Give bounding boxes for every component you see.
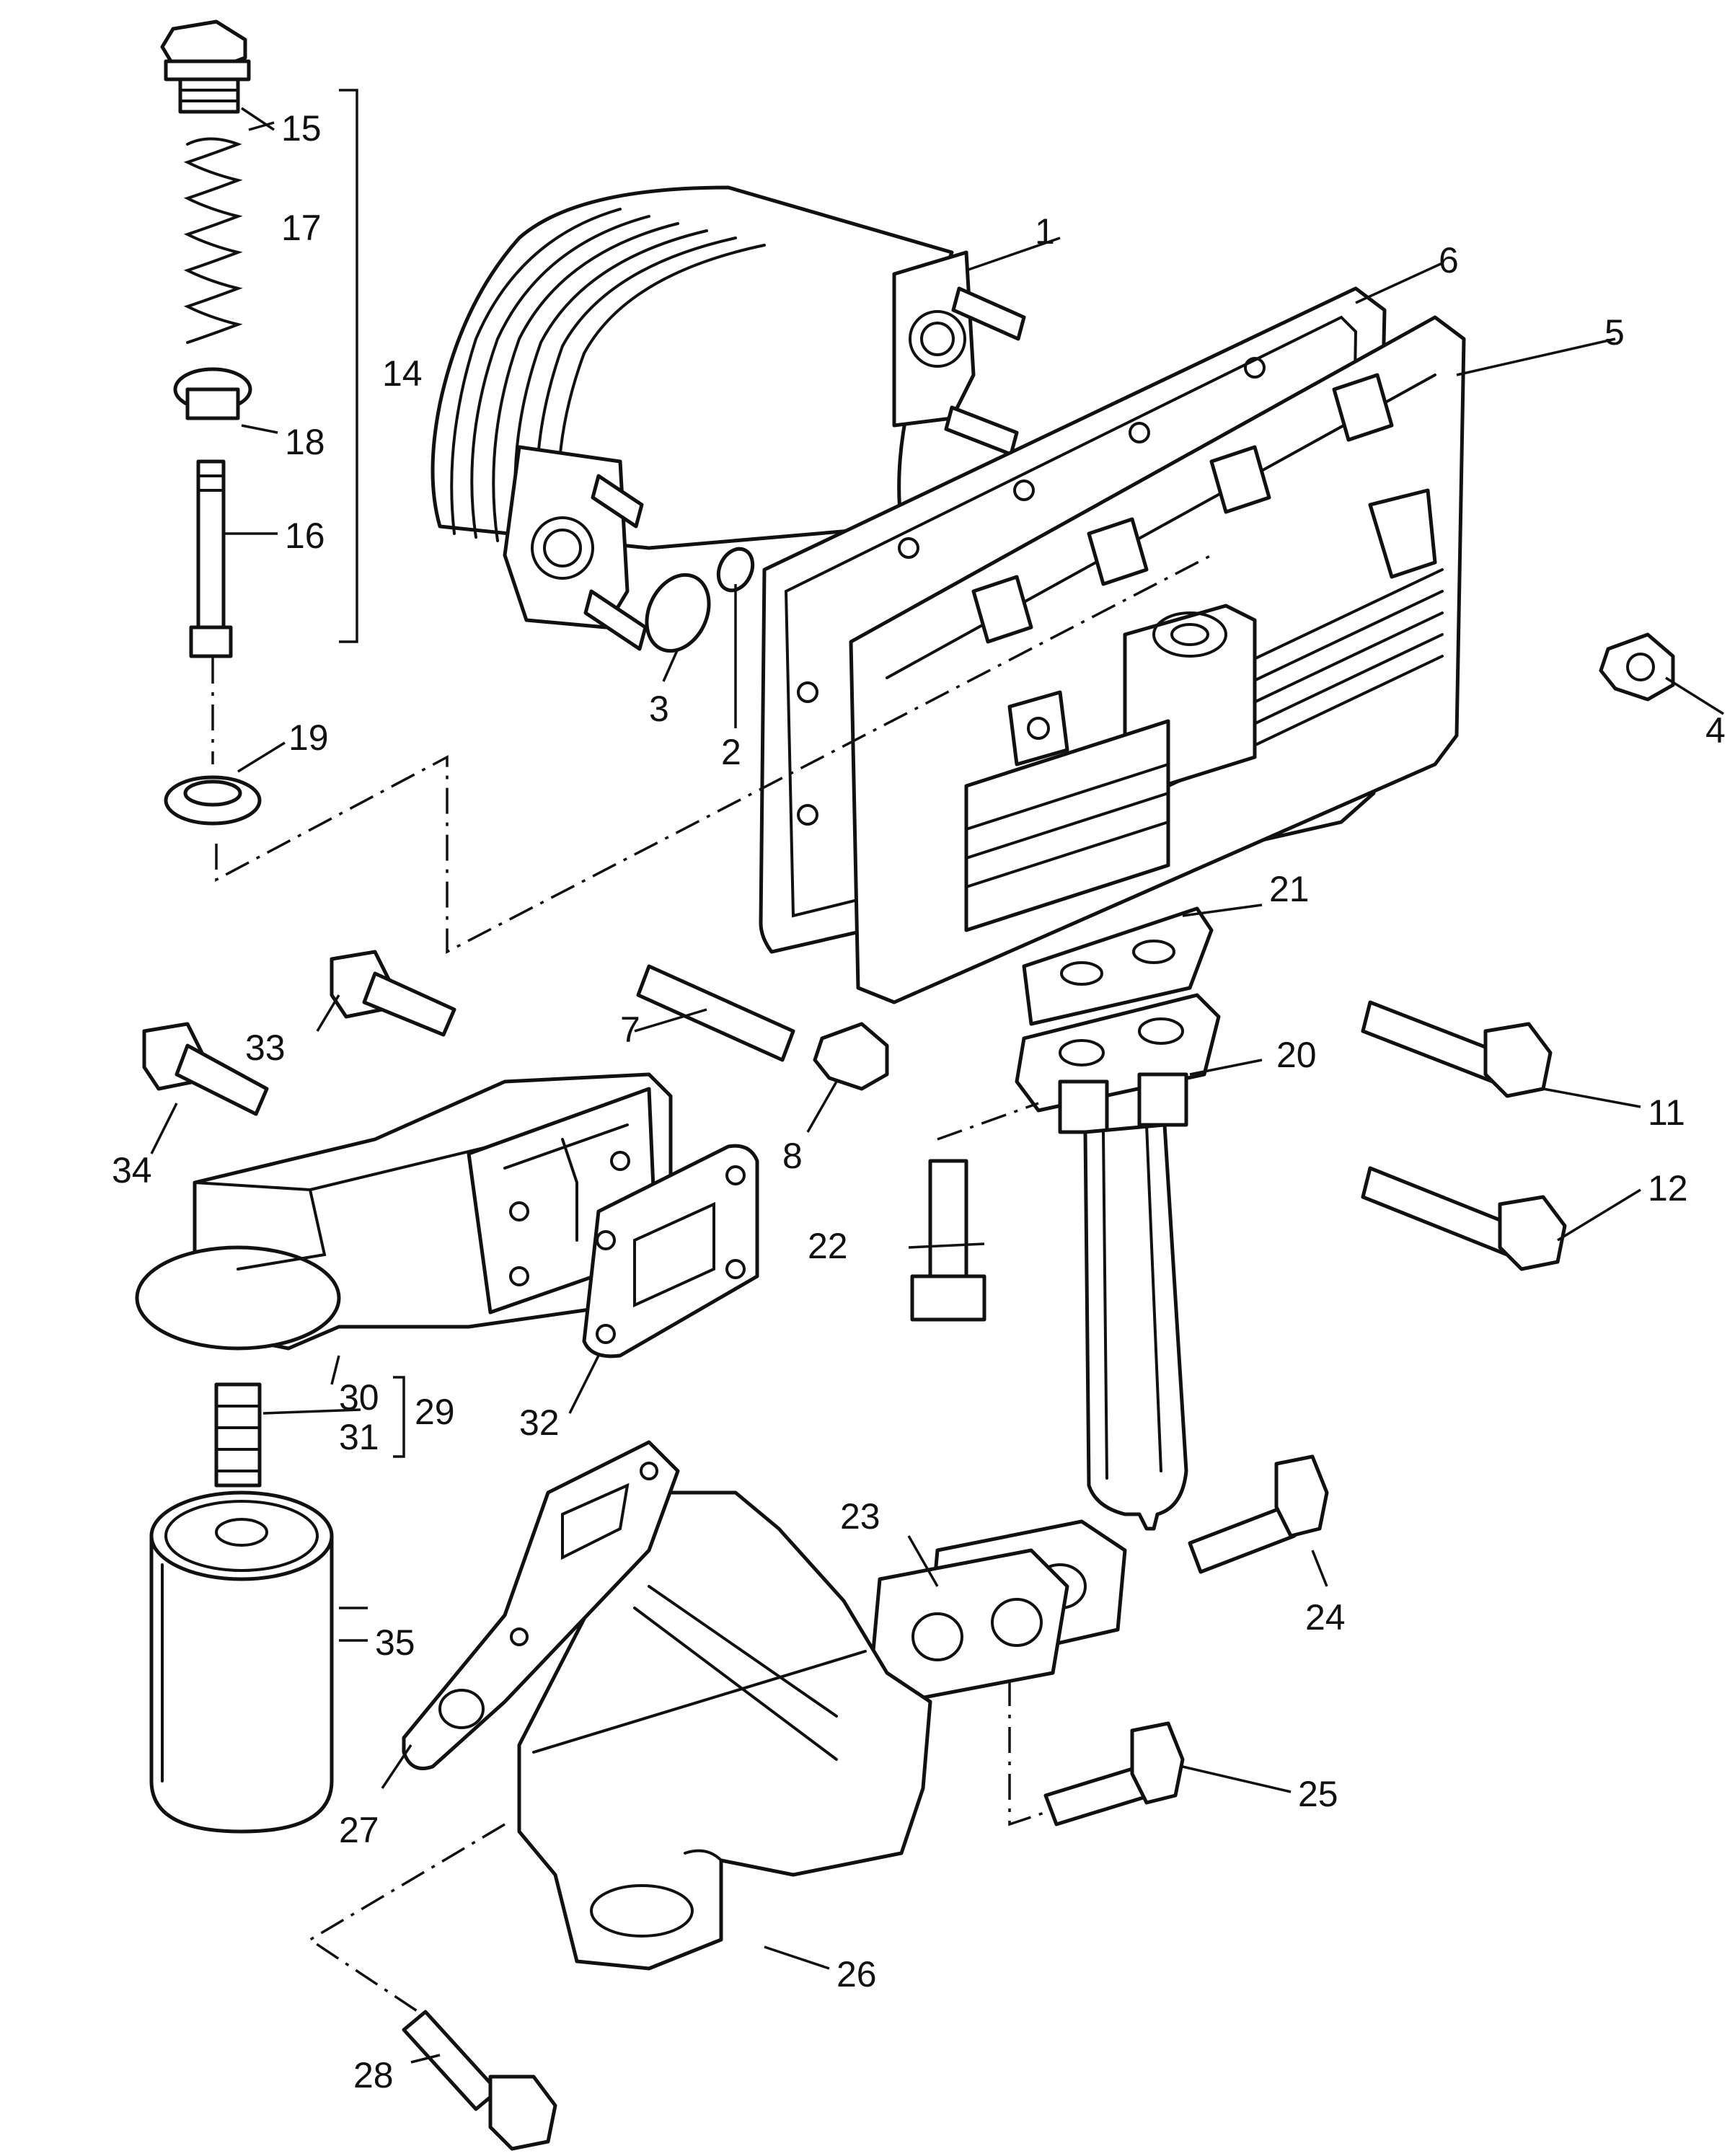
callout-3: 3 <box>649 689 669 729</box>
filter-nipple-31 <box>214 1382 262 1488</box>
callout-28: 28 <box>353 2055 394 2095</box>
callout-32: 32 <box>519 1402 560 1443</box>
callout-11: 11 <box>1648 1092 1685 1133</box>
alignment-line-d <box>307 1823 506 2013</box>
callout-1: 1 <box>1035 211 1055 252</box>
alignment-line-c <box>1008 1680 1054 1826</box>
callout-15: 15 <box>281 108 322 149</box>
callout-27: 27 <box>339 1810 379 1850</box>
callout-12: 12 <box>1648 1168 1688 1209</box>
callout-23: 23 <box>840 1496 880 1537</box>
callout-31: 31 <box>339 1417 379 1457</box>
callout-21: 21 <box>1269 869 1310 909</box>
oil-cooler-element <box>431 185 1026 651</box>
stud-7 <box>636 964 795 1062</box>
callout-20: 20 <box>1276 1035 1317 1075</box>
lower-cover <box>517 1490 932 1971</box>
gasket-27 <box>402 1440 680 1770</box>
callout-labels: 1 6 5 4 15 17 14 18 16 3 2 19 21 33 7 20… <box>112 108 1726 2095</box>
callout-34: 34 <box>112 1150 152 1190</box>
bolt-34 <box>142 1022 269 1116</box>
callout-6: 6 <box>1439 240 1459 280</box>
callout-22: 22 <box>808 1226 848 1266</box>
callout-24: 24 <box>1305 1597 1346 1638</box>
bolt-11 <box>1361 1000 1553 1098</box>
o-ring-2 <box>716 547 755 593</box>
relief-valve-plug <box>160 19 251 114</box>
leader-lines <box>150 107 1724 2064</box>
washer-19 <box>164 775 262 826</box>
nut-4 <box>1599 632 1675 702</box>
relief-valve-stem <box>189 459 233 658</box>
callout-35: 35 <box>375 1622 415 1663</box>
nut-8 <box>813 1022 889 1091</box>
oil-cooler-cover <box>849 315 1466 1004</box>
relief-valve-spring <box>183 137 243 344</box>
alignment-line-a <box>215 554 1212 954</box>
callout-29: 29 <box>415 1392 455 1432</box>
bolt-28 <box>402 2010 557 2151</box>
bolt-33 <box>330 950 456 1037</box>
o-ring-3 <box>645 573 711 653</box>
relief-valve <box>173 367 252 420</box>
callout-4: 4 <box>1705 710 1726 751</box>
callout-14: 14 <box>382 353 423 394</box>
bracket-29 <box>393 1376 405 1458</box>
callout-19: 19 <box>288 717 329 758</box>
callout-5: 5 <box>1604 312 1625 353</box>
callout-30: 30 <box>339 1377 379 1418</box>
oil-filter-cartridge <box>149 1490 334 1834</box>
callout-16: 16 <box>285 516 325 556</box>
callout-18: 18 <box>285 422 325 462</box>
filter-head-gasket <box>582 1144 759 1358</box>
bolt-24 <box>1188 1454 1329 1574</box>
callout-2: 2 <box>721 732 741 772</box>
callout-17: 17 <box>281 208 322 248</box>
assembly-bracket-14 <box>339 89 358 643</box>
gasket-23 <box>870 1548 1069 1704</box>
alignment-line-b <box>937 1102 1039 1141</box>
callout-8: 8 <box>782 1136 803 1176</box>
bolt-12 <box>1361 1166 1567 1271</box>
callout-26: 26 <box>836 1954 877 1994</box>
callout-25: 25 <box>1298 1774 1338 1814</box>
gasket-21 <box>1022 906 1214 1026</box>
bolt-22 <box>910 1159 986 1322</box>
callout-33: 33 <box>245 1028 286 1068</box>
bolt-25 <box>1043 1721 1185 1826</box>
callout-7: 7 <box>620 1009 640 1050</box>
